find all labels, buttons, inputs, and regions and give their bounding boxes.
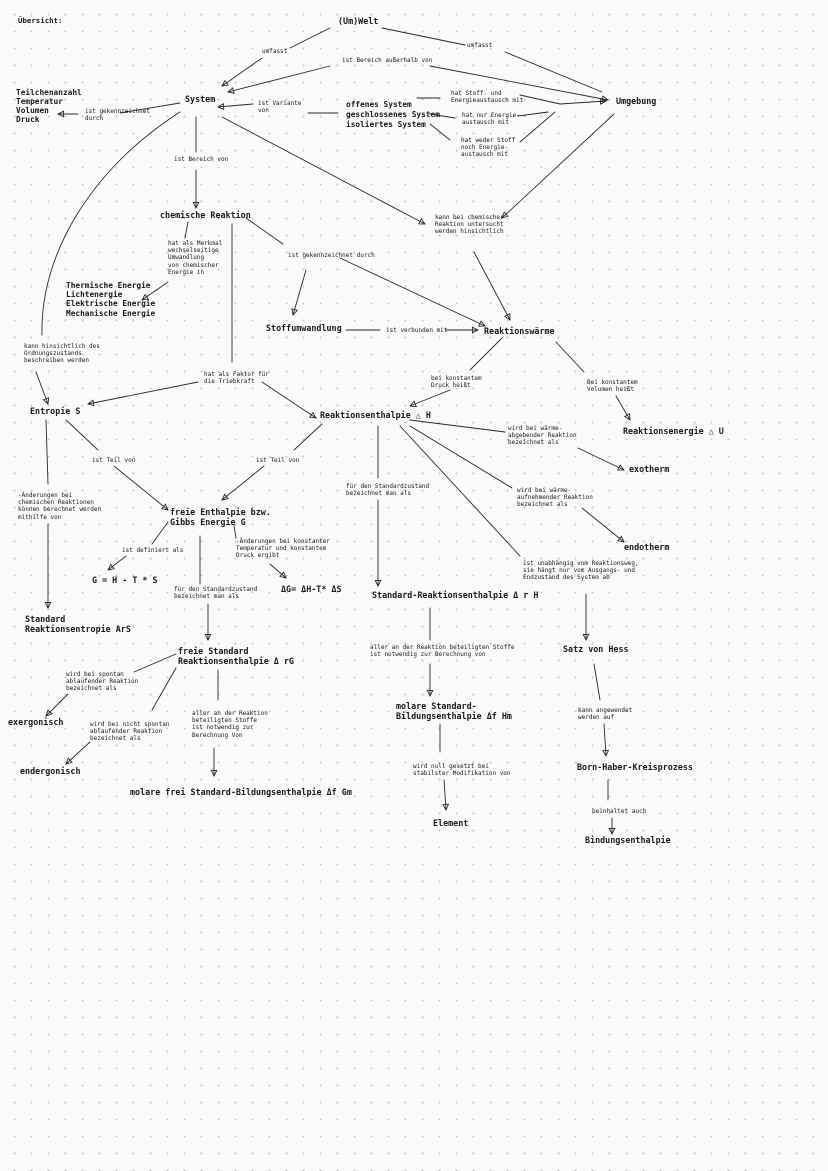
node-freie-enthalpie: freie Enthalpie bzw. Gibbs Energie G	[170, 507, 271, 527]
label-ordnungszustand: kann hinsichtlich des Ordnungszustands b…	[24, 343, 100, 365]
label-standardzustand-freie: für den Standardzustand bezeichnet man a…	[174, 586, 258, 601]
label-waerme-aufnehmend: wird bei wärme- aufnehmender Reaktion be…	[517, 487, 593, 509]
label-definiert: ist definiert als	[122, 547, 184, 554]
label-umfasst-left: umfasst	[262, 48, 288, 55]
label-nicht-spontan: wird bei nicht spontan ablaufender Reakt…	[90, 721, 170, 743]
label-teil-von-enthalpie: ist Teil von	[256, 457, 300, 464]
node-exergonisch: exergonisch	[8, 717, 64, 727]
node-chemische-reaktion: chemische Reaktion	[160, 210, 251, 220]
label-verbunden-mit: ist verbunden mit	[386, 327, 448, 334]
label-variante: ist Variante von	[258, 100, 302, 115]
label-kann-untersucht: kann bei chemischer Reaktion untersucht …	[435, 214, 504, 236]
node-endotherm: endotherm	[624, 542, 670, 552]
node-stoffumwandlung: Stoffumwandlung	[266, 323, 342, 333]
node-molare-bildungsenthalpie: molare Standard- Bildungsenthalpie Δf Hm	[396, 701, 512, 721]
label-unabhaengig: ist unabhängig vom Reaktionsweg, sie hän…	[523, 560, 639, 582]
label-kann-angewendet: kann angewendet werden auf	[578, 707, 633, 722]
node-molare-freie-bildungsenthalpie: molare frei Standard-Bildungsenthalpie Δ…	[130, 787, 352, 797]
node-umwelt: (Um)Welt	[338, 16, 379, 26]
node-umgebung: Umgebung	[616, 96, 657, 106]
label-alle-stoffe-berechnung: aller an der Reaktion beteiligten Stoffe…	[370, 644, 515, 659]
label-beinhaltet: beinhaltet auch	[592, 808, 647, 815]
label-weder: hat weder Stoff noch Energie- austausch …	[461, 137, 516, 159]
node-systemarten: offenes System geschlossenes System isol…	[346, 100, 440, 129]
node-system: System	[185, 94, 216, 104]
node-g-formel: G = H - T * S	[92, 575, 158, 585]
node-standard-reaktionsentropie: Standard Reaktionsentropie ArS	[25, 614, 131, 634]
label-gekennzeichnet-durch: ist gekennzeichnet durch	[288, 252, 375, 259]
node-reaktionsenthalpie: Reaktionsenthalpie △ H	[320, 410, 431, 420]
label-null-gesetzt: wird null gesetzt bei stabilster Modifik…	[413, 763, 511, 778]
node-standard-reaktionsenthalpie: Standard-Reaktionsenthalpie Δ r H	[372, 590, 539, 600]
label-bereich-ausserhalb: ist Bereich außerhalb von	[342, 57, 433, 64]
label-stoff-energie: hat Stoff- und Energieaustausch mit	[451, 90, 524, 105]
label-umfasst-right: umfasst	[467, 42, 493, 49]
label-nur-energie: hat nur Energie- austausch mit	[462, 112, 520, 127]
node-reaktionsenergie: Reaktionsenergie △ U	[623, 426, 724, 436]
label-konst-druck: bei konstantem Druck heißt	[431, 375, 482, 390]
node-teilchen-eigenschaften: Teilchenanzahl Temperatur Volumen Druck	[16, 88, 82, 124]
page-title: Übersicht:	[18, 16, 63, 25]
label-teil-von-entropie: ist Teil von	[92, 457, 136, 464]
node-bindungsenthalpie: Bindungsenthalpie	[585, 835, 671, 845]
node-born-haber-kreisprozess: Born-Haber-Kreisprozess	[577, 762, 693, 772]
label-aenderungen-entropie: -Änderungen bei chemischen Reaktionen kö…	[18, 492, 102, 521]
label-konst-volumen: Bei konstantem Volumen heißt	[587, 379, 638, 394]
label-bereich-von: ist Bereich von	[174, 156, 229, 163]
label-standardzustand-enthalpie: für den Standardzustand bezeichnet man a…	[346, 483, 430, 498]
node-energieformen: Thermische Energie Lichtenergie Elektris…	[66, 281, 156, 318]
label-merkmal: hat als Merkmal wechselseitige Umwandlun…	[168, 240, 223, 276]
node-element: Element	[433, 818, 469, 828]
label-aenderungen-konstant: -Änderungen bei konstanter Temperatur un…	[236, 538, 330, 560]
node-entropie: Entropie S	[30, 406, 81, 416]
label-gekennzeichnet-system: ist gekennzeichnet durch	[85, 108, 151, 123]
node-endergonisch: endergonisch	[20, 766, 81, 776]
node-satz-von-hess: Satz von Hess	[563, 644, 629, 654]
node-freie-standard-reaktionsenthalpie: freie Standard Reaktionsenthalpie Δ rG	[178, 646, 294, 666]
label-spontan: wird bei spontan ablaufender Reaktion be…	[66, 671, 139, 693]
node-dg-formel: ΔG= ΔH-T* ΔS	[281, 584, 342, 594]
label-faktor-triebkraft: hat als Faktor für die Triebkraft	[204, 371, 270, 386]
node-reaktionswaerme: Reaktionswärme	[484, 326, 555, 336]
label-alle-stoffe-beteiligt: aller an der Reaktion beteiligten Stoffe…	[192, 710, 268, 739]
label-waerme-abgebend: wird bei wärme- abgebender Reaktion beze…	[508, 425, 577, 447]
node-exotherm: exotherm	[629, 464, 670, 474]
